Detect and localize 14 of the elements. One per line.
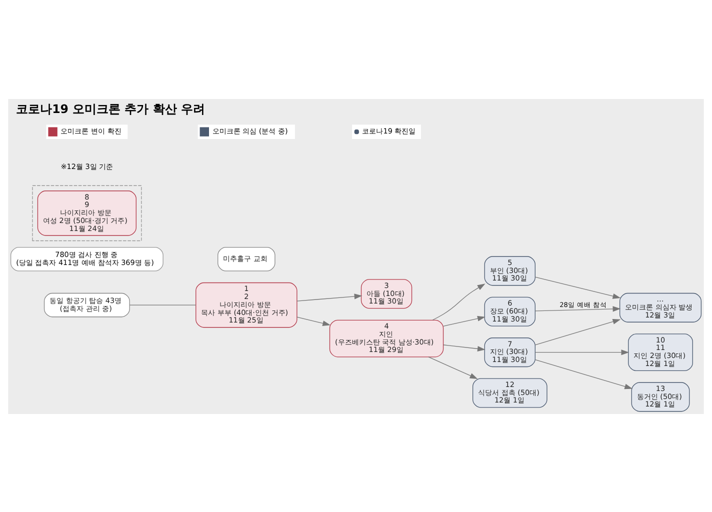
arrow bbox=[534, 358, 633, 389]
arrow bbox=[296, 316, 331, 326]
arrow bbox=[534, 318, 621, 345]
arrow bbox=[296, 293, 362, 301]
diagram-title: 코로나19 오미크론 추가 확산 우려 bbox=[16, 102, 205, 116]
cluster bbox=[32, 184, 142, 241]
arrow bbox=[443, 315, 486, 326]
arrow bbox=[534, 306, 621, 312]
arrow bbox=[432, 283, 486, 320]
arrow bbox=[428, 356, 478, 378]
arrow bbox=[443, 344, 486, 351]
arrow bbox=[534, 276, 621, 298]
connector bbox=[129, 304, 196, 305]
arrow bbox=[534, 349, 630, 355]
